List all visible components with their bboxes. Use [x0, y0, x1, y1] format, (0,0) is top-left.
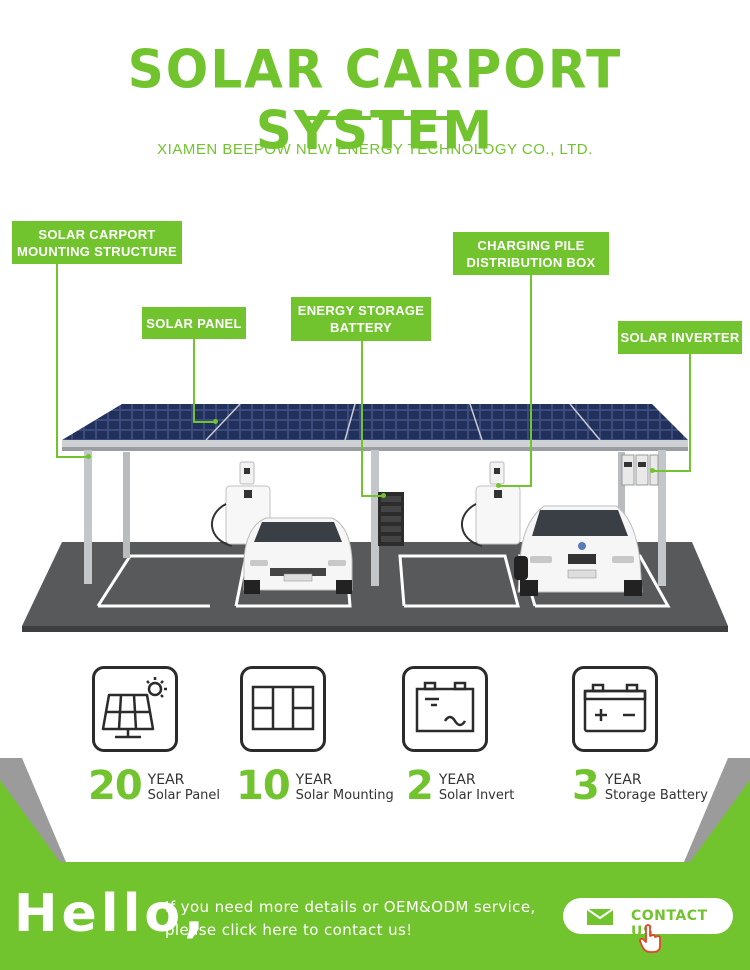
warranty-unit: YEAR	[295, 772, 333, 788]
leader-charging	[530, 275, 532, 487]
battery-icon	[572, 666, 658, 752]
leader-inverter-dot	[650, 468, 655, 473]
battery-rack	[378, 492, 404, 546]
hand-pointer-icon	[639, 924, 661, 953]
car-right	[514, 505, 643, 596]
warranty-label: Solar Panel	[147, 788, 221, 803]
charging-pile-right	[460, 461, 521, 547]
mail-icon	[587, 909, 613, 925]
warranty-solar-invert: 2 YEAR Solar Invert	[406, 766, 514, 806]
warranty-unit: YEAR	[438, 772, 476, 788]
leader-battery	[361, 341, 363, 497]
callout-solar-inverter: SOLAR INVERTER	[618, 321, 742, 354]
warranty-label: Storage Battery	[604, 788, 708, 803]
title-underline-right	[379, 116, 449, 120]
warranty-years: 2	[406, 763, 434, 809]
inverter-icon	[402, 666, 488, 752]
leader-battery-dot	[381, 493, 386, 498]
callout-mounting-structure: SOLAR CARPORT MOUNTING STRUCTURE	[12, 221, 182, 264]
callout-charging-line1: CHARGING PILE	[477, 237, 585, 253]
warranty-years: 20	[88, 763, 143, 809]
callout-inverter-line1: SOLAR INVERTER	[620, 330, 740, 345]
carport-illustration	[22, 403, 728, 632]
leader-panel-h	[193, 421, 215, 423]
car-left	[243, 517, 353, 594]
leader-panel	[193, 339, 195, 423]
callout-mounting-line1: SOLAR CARPORT	[38, 226, 156, 242]
contact-message-line1: If you need more details or OEM&ODM serv…	[165, 898, 536, 916]
warranty-storage-battery: 3 YEAR Storage Battery	[572, 766, 708, 806]
contact-us-button[interactable]: CONTACT US	[563, 898, 733, 940]
warranty-unit: YEAR	[147, 772, 185, 788]
leader-mounting-h	[56, 456, 88, 458]
contact-message: If you need more details or OEM&ODM serv…	[165, 896, 536, 942]
callout-energy-storage: ENERGY STORAGE BATTERY	[291, 297, 431, 341]
warranty-solar-mounting: 10 YEAR Solar Mounting	[236, 766, 394, 806]
hello-heading: Hello,	[14, 884, 208, 944]
leader-panel-dot	[213, 419, 218, 424]
warranty-unit: YEAR	[604, 772, 642, 788]
title-underline-left	[301, 116, 371, 120]
leader-charging-dot	[496, 483, 501, 488]
leader-charging-h	[498, 485, 532, 487]
warranty-solar-panel: 20 YEAR Solar Panel	[88, 766, 220, 806]
callout-charging-pile: CHARGING PILE DISTRIBUTION BOX	[453, 232, 609, 275]
leader-mounting-dot	[86, 454, 91, 459]
callout-panel-line1: SOLAR PANEL	[146, 315, 242, 331]
charging-pile-left	[210, 461, 271, 547]
contact-message-line2: please click here to contact us!	[165, 921, 413, 939]
solar-panel-icon	[92, 666, 178, 752]
warranty-years: 3	[572, 763, 600, 809]
callout-battery-line1: ENERGY STORAGE	[297, 303, 425, 318]
solar-panel-roof	[62, 404, 688, 440]
callout-battery-line2: BATTERY	[329, 320, 393, 335]
warranty-label: Solar Mounting	[295, 788, 394, 803]
leader-battery-h	[361, 495, 383, 497]
callout-solar-panel: SOLAR PANEL	[142, 307, 246, 339]
page-title: SOLAR CARPORT SYSTEM	[127, 39, 623, 161]
leader-inverter-h	[652, 470, 691, 472]
mounting-frame-icon	[240, 666, 326, 752]
callout-charging-line2: DISTRIBUTION BOX	[466, 254, 596, 270]
leader-mounting	[56, 264, 58, 458]
callout-mounting-line2: MOUNTING STRUCTURE	[17, 243, 177, 259]
warranty-label: Solar Invert	[438, 788, 515, 803]
company-name: XIAMEN BEEPOW NEW ENERGY TECHNOLOGY CO.,…	[157, 141, 593, 158]
warranty-years: 10	[236, 763, 291, 809]
leader-inverter	[689, 354, 691, 472]
